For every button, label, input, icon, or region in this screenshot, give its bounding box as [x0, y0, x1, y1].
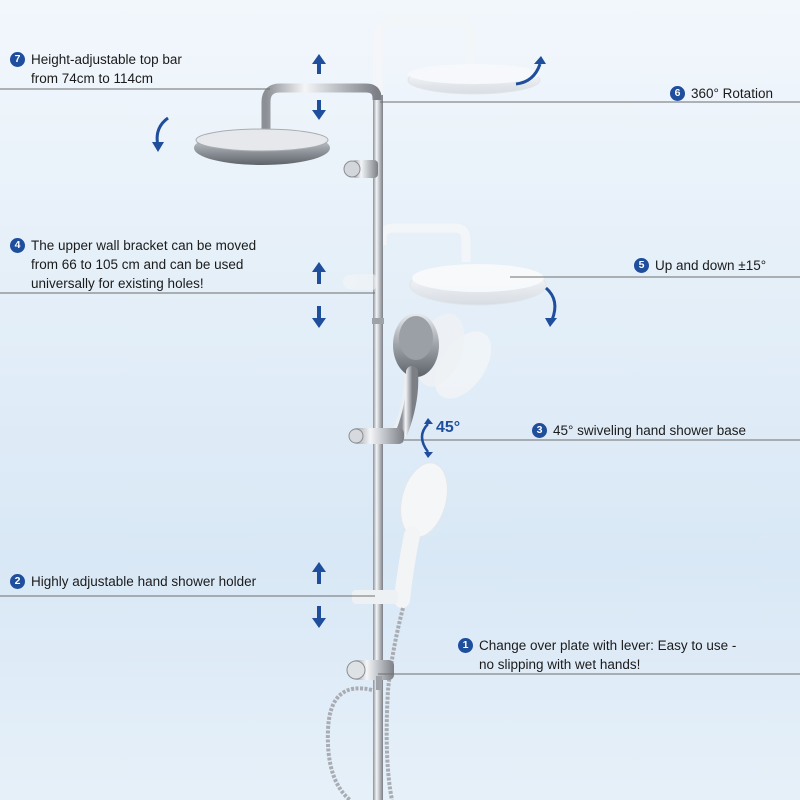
hand-shower-swivel-positions — [393, 313, 492, 438]
number-badge: 5 — [634, 258, 649, 273]
hand-shower-lower — [394, 462, 448, 608]
feature-5-up-down: 5 Up and down ±15° — [634, 256, 766, 275]
feature-6-rotation: 6 360° Rotation — [670, 84, 773, 103]
feature-text: 45° swiveling hand shower base — [553, 423, 747, 438]
feature-7-height-adjustable: 7 Height-adjustable top bar from 74cm to… — [10, 50, 182, 88]
hand-shower-holder — [352, 590, 398, 604]
leader-lines — [0, 88, 800, 675]
number-badge: 2 — [10, 574, 25, 589]
up-down-arrow-icon — [312, 54, 326, 628]
number-badge: 6 — [670, 86, 685, 101]
shower-rail — [373, 95, 383, 800]
ghost-wall-bracket — [343, 274, 376, 290]
angle-45-badge: 45° — [436, 419, 461, 436]
feature-4-wall-bracket: 4 The upper wall bracket can be moved fr… — [10, 236, 256, 293]
number-badge: 1 — [458, 638, 473, 653]
changeover-diverter — [346, 660, 394, 690]
number-badge: 4 — [10, 238, 25, 253]
feature-text: Up and down ±15° — [655, 258, 767, 273]
ghost-shower-positions — [373, 15, 547, 306]
rotate-arrow-heads — [152, 56, 557, 327]
feature-1-changeover-plate: 1 Change over plate with lever: Easy to … — [458, 636, 736, 674]
feature-text: Height-adjustable top bar from 74cm to 1… — [31, 52, 182, 86]
feature-text: Highly adjustable hand shower holder — [31, 574, 257, 589]
swivel-hand-shower-base — [348, 428, 404, 444]
feature-text: Change over plate with lever: Easy to us… — [479, 638, 737, 672]
shower-hose — [325, 607, 405, 800]
upper-wall-bracket — [343, 160, 378, 178]
number-badge: 7 — [10, 52, 25, 67]
swivel-arrow-icon — [420, 423, 430, 453]
feature-text: The upper wall bracket can be moved from… — [31, 238, 257, 291]
feature-3-swivel-base: 3 45° swiveling hand shower base — [532, 421, 746, 440]
feature-text: 360° Rotation — [691, 86, 773, 101]
number-badge: 3 — [532, 423, 547, 438]
feature-2-holder: 2 Highly adjustable hand shower holder — [10, 572, 256, 591]
overhead-shower-head — [194, 128, 330, 165]
